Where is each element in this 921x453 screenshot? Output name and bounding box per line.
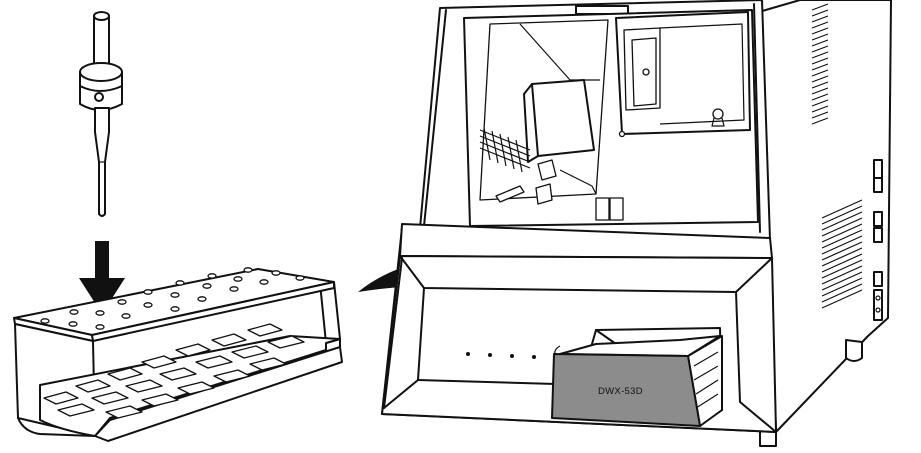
status-leds: [466, 352, 536, 359]
drawer-front-panel: [551, 353, 701, 427]
bur-pockets: [43, 323, 305, 419]
led-indicator: [510, 354, 514, 358]
milling-bur: [79, 11, 123, 217]
bur-holes: [40, 267, 305, 330]
led-indicator: [488, 353, 492, 357]
insert-down-arrow: [79, 241, 125, 314]
rail-hatching: [479, 127, 531, 173]
side-vent-bottom: [821, 199, 863, 309]
side-connectors: [873, 159, 883, 321]
side-vent-top: [811, 3, 829, 125]
led-indicator: [466, 352, 470, 356]
milling-machine: DWX-53D: [381, 0, 892, 447]
drawer-model-label: DWX-53D: [598, 386, 643, 397]
led-indicator: [532, 355, 536, 359]
bur-holder-tray: [13, 267, 343, 442]
